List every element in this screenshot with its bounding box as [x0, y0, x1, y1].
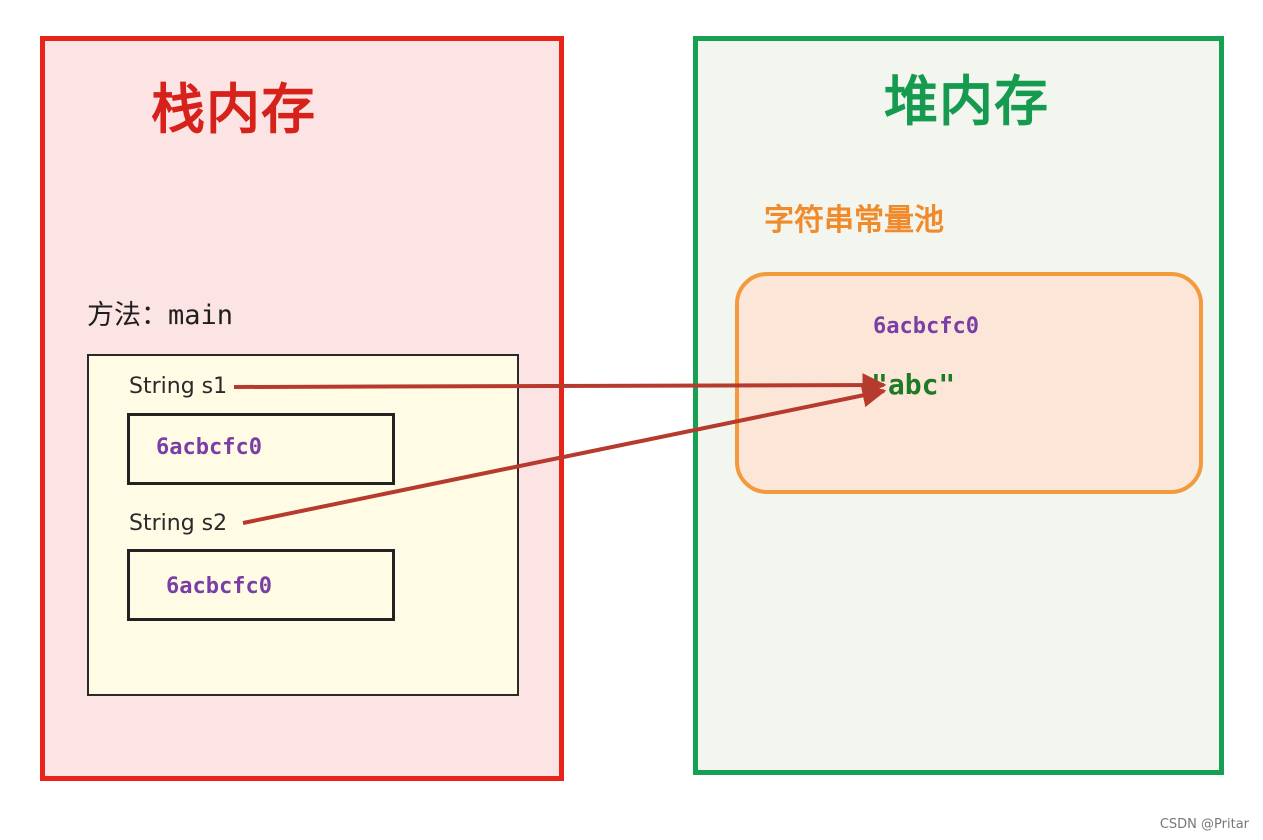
watermark: CSDN @Pritar — [1159, 817, 1249, 832]
stack-memory-panel: 栈内存 方法：main String s1 6acbcfc0 String s2… — [40, 36, 564, 781]
string-pool-label: 字符串常量池 — [764, 203, 944, 238]
variable-box-s2: 6acbcfc0 — [127, 549, 395, 621]
method-frame: String s1 6acbcfc0 String s2 6acbcfc0 — [87, 354, 519, 696]
pool-address: 6acbcfc0 — [873, 314, 979, 339]
variable-box-s1: 6acbcfc0 — [127, 413, 395, 485]
heap-memory-title: 堆内存 — [884, 70, 1049, 133]
variable-label-s1: String s1 — [129, 374, 228, 399]
heap-memory-panel: 堆内存 字符串常量池 6acbcfc0 "abc" — [693, 36, 1224, 775]
string-constant-pool: 6acbcfc0 "abc" — [735, 272, 1203, 494]
variable-value-s1: 6acbcfc0 — [156, 435, 262, 460]
variable-label-s2: String s2 — [129, 511, 228, 536]
pool-string-value: "abc" — [871, 368, 956, 401]
stack-memory-title: 栈内存 — [151, 78, 316, 141]
method-label: 方法：main — [87, 300, 234, 331]
variable-value-s2: 6acbcfc0 — [166, 574, 272, 599]
